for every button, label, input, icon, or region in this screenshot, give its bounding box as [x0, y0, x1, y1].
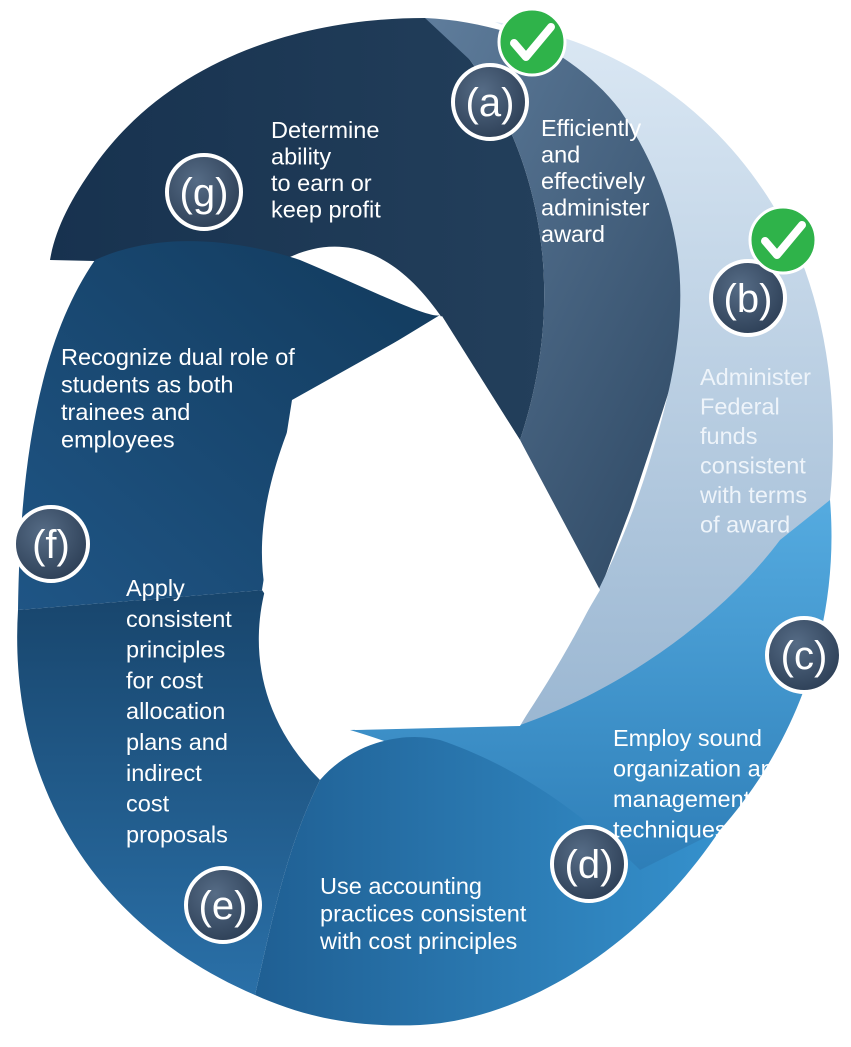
segment-d-label-line: with cost principles	[319, 928, 517, 954]
segment-d	[255, 736, 720, 1026]
badge-label: (e)	[199, 884, 248, 928]
segment-c-label-line: Employ sound	[613, 725, 762, 751]
badge-label: (d)	[565, 843, 614, 887]
segment-b-label-line: of award	[700, 512, 790, 538]
segment-b-label-line: with terms	[699, 482, 807, 508]
segment-e-label-line: Apply	[126, 575, 185, 601]
segment-c	[350, 500, 832, 905]
segment-d-label-line: Use accounting	[320, 873, 482, 899]
segment-a-label-line: effectively	[541, 168, 645, 194]
segment-a-label-line: award	[541, 221, 605, 247]
segment-g-label-line: Determine	[271, 117, 379, 143]
badge-circle	[709, 259, 787, 337]
segment-f-label-line: employees	[61, 427, 175, 453]
segment-e-label-line: proposals	[126, 821, 228, 847]
badges: (a) (b) (c) (d) (e) (f) (g)	[12, 7, 843, 944]
segment-f-label-line: Recognize dual role of	[61, 344, 295, 370]
segment-f-label-line: trainees and	[61, 399, 190, 425]
segment-g-label-line: ability	[271, 144, 331, 170]
badge-label: (c)	[781, 634, 828, 678]
segment-d-label-line: practices consistent	[320, 901, 527, 927]
segment-a	[425, 18, 705, 590]
badge-d: (d)	[550, 825, 628, 903]
badge-label: (a)	[466, 81, 515, 125]
badge-label: (b)	[724, 277, 773, 321]
badge-label: (f)	[32, 523, 70, 567]
segment-c-label-line: organization and	[613, 756, 787, 782]
segment-e-label-line: cost	[126, 791, 170, 817]
checkmark-icon	[748, 205, 818, 275]
badge-circle	[165, 153, 243, 231]
segment-e-label-line: allocation	[126, 698, 225, 724]
badge-circle	[12, 505, 90, 583]
segment-g	[50, 18, 545, 440]
badge-circle	[765, 616, 843, 694]
badge-a: (a)	[451, 63, 529, 141]
checkmark-icon	[497, 7, 567, 77]
segment-b-label-line: Federal	[700, 394, 780, 420]
segment-e-label: Apply consistent principles for cost allocat…	[126, 575, 232, 847]
segment-e-label-line: for cost	[126, 667, 204, 693]
badge-c: (c)	[765, 616, 843, 694]
segment-b-label-line: consistent	[700, 453, 806, 479]
segment-c-label-line: techniques	[613, 817, 727, 843]
segment-e-label-line: plans and	[126, 729, 228, 755]
segment-f	[18, 241, 440, 610]
badge-circle	[184, 866, 262, 944]
segment-a-label-line: and	[541, 142, 580, 168]
segment-e-label-line: consistent	[126, 606, 232, 632]
badge-e: (e)	[184, 866, 262, 944]
segment-g-label-line: to earn or	[271, 170, 372, 196]
badge-circle	[451, 63, 529, 141]
segment-c-label: Employ sound organization and management te…	[613, 725, 787, 843]
segment-e-label-line: indirect	[126, 760, 202, 786]
badge-label: (g)	[180, 171, 229, 215]
segment-a-label-line: administer	[541, 195, 650, 221]
segment-f-label-line: students as both	[61, 372, 233, 398]
segment-e-label-line: principles	[126, 637, 225, 663]
segment-b-label-line: Administer	[700, 364, 811, 390]
segment-b	[495, 22, 833, 725]
badge-f: (f)	[12, 505, 90, 583]
badge-b: (b)	[709, 259, 787, 337]
segment-b-label-line: funds	[700, 423, 758, 449]
segment-a-label-line: Efficiently	[541, 115, 641, 141]
segment-c-label-line: management	[613, 786, 751, 812]
center-hole	[262, 316, 600, 730]
badge-circle	[550, 825, 628, 903]
badge-g: (g)	[165, 153, 243, 231]
segment-g-label-line: keep profit	[271, 197, 381, 223]
